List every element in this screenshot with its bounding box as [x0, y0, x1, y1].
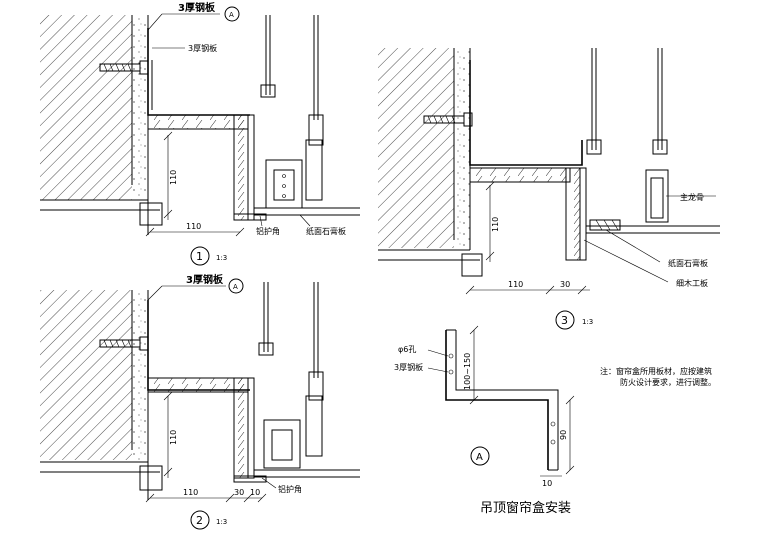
box-side-board	[233, 114, 249, 221]
detail-3: 110 110 30 主龙骨 纸面石膏板 细木工板 3 1:3	[378, 48, 720, 330]
detail-scale: 1:3	[582, 318, 593, 326]
dim-gap: 30	[560, 280, 570, 289]
detail-a: φ6孔 3厚钢板 100~150 90 10 A	[394, 325, 575, 488]
detail-scale: 1:3	[216, 254, 227, 262]
anchor-bolt	[99, 336, 149, 351]
dim-upper: 100~150	[463, 353, 472, 390]
detail-1: 110 110 3厚钢板 A 3厚钢板 铝护角 纸面石膏板 1 1:3	[40, 1, 360, 266]
detail-number: 2	[196, 514, 203, 527]
dim-gap: 30	[234, 488, 244, 497]
callout-wood-board: 细木工板	[676, 278, 708, 288]
dim-lower: 90	[559, 430, 568, 440]
note-line-2: 防火设计要求，进行调整。	[620, 377, 716, 387]
detail-number: 1	[196, 250, 203, 263]
dim-height: 110	[491, 217, 500, 232]
callout-plate-ref-tag: A	[229, 11, 234, 19]
dim-bottom: 10	[542, 479, 552, 488]
dim-width: 110	[183, 488, 198, 497]
dim-height: 110	[169, 170, 178, 185]
wall-hatch	[40, 15, 132, 200]
wall-hatch	[40, 290, 132, 460]
detail-2: 110 110 30 10 3厚钢板 A 铝护角 2 1:3	[40, 273, 360, 530]
note-line-1: 注：窗帘盒所用板材，应按建筑	[600, 366, 712, 376]
wall-plaster	[132, 15, 148, 200]
dim-width: 110	[186, 222, 201, 231]
callout-plate-ref-tag: A	[233, 283, 238, 291]
callout-corner: 铝护角	[278, 484, 302, 494]
box-top-board	[147, 114, 249, 130]
wall-plaster	[132, 290, 148, 460]
callout-gypsum: 纸面石膏板	[306, 226, 346, 236]
callout-corner: 铝护角	[256, 226, 280, 236]
box-top-board	[147, 377, 249, 393]
callout-plate-ref: 3厚钢板	[178, 1, 216, 14]
box-top-board	[469, 167, 571, 183]
callout-plate-ref: 3厚钢板	[186, 273, 224, 286]
detail-number: 3	[561, 314, 568, 327]
anchor-bolt	[423, 112, 473, 127]
wall-hatch	[378, 48, 454, 248]
anchor-bolt	[99, 60, 149, 75]
callout-plate: 3厚钢板	[188, 43, 217, 53]
hole-label: φ6孔	[398, 345, 416, 354]
dim-height: 110	[169, 430, 178, 445]
plate-label: 3厚钢板	[394, 362, 423, 372]
detail-a-tag: A	[476, 452, 483, 463]
dim-edge: 10	[250, 488, 260, 497]
box-side-board	[565, 167, 581, 261]
callout-main-keel: 主龙骨	[680, 192, 704, 202]
box-side-board	[233, 377, 249, 479]
drawing-title: 吊顶窗帘盒安装	[480, 500, 571, 516]
dim-width: 110	[508, 280, 523, 289]
callout-gypsum: 纸面石膏板	[668, 258, 708, 268]
detail-scale: 1:3	[216, 518, 227, 526]
wall-plaster	[454, 48, 470, 248]
